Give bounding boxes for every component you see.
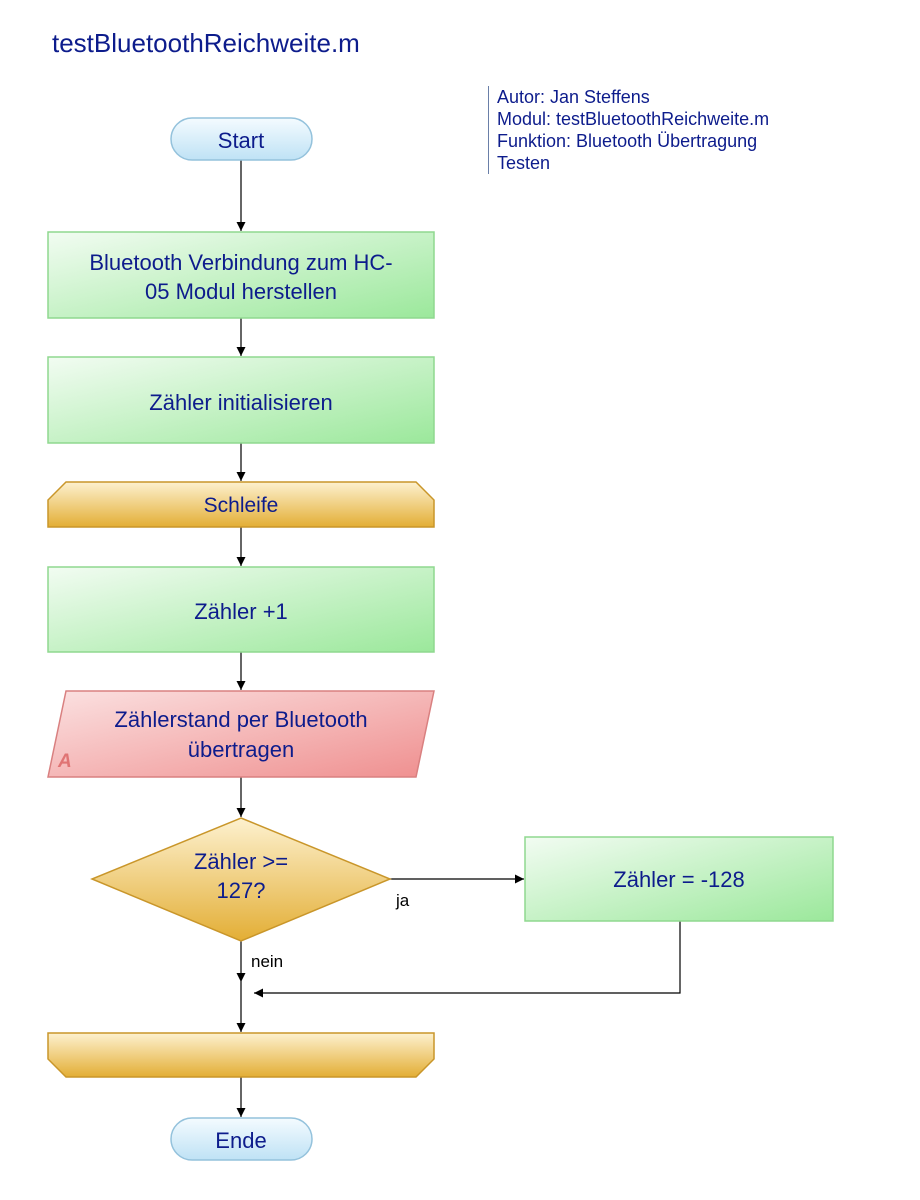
comment-block: Autor: Jan Steffens Modul: testBluetooth… xyxy=(488,86,877,174)
decision-node: Zähler >= 127? xyxy=(90,817,392,942)
increment-label: Zähler +1 xyxy=(194,599,288,624)
edge-label-yes: ja xyxy=(395,891,410,910)
diagram-title: testBluetoothReichweite.m xyxy=(52,28,360,58)
decision-label-line1: Zähler >= xyxy=(194,849,288,874)
loop-end-node xyxy=(47,1032,435,1078)
end-node: Ende xyxy=(170,1117,313,1161)
increment-process-node: Zähler +1 xyxy=(47,566,435,653)
comment-line-function-cont: Testen xyxy=(497,153,551,173)
send-io-node: Zählerstand per Bluetooth übertragen A xyxy=(47,690,435,778)
comment-line-module: Modul: testBluetoothReichweite.m xyxy=(497,109,770,129)
start-node: Start xyxy=(170,117,313,161)
edge-reset-merge xyxy=(254,921,681,998)
end-label: Ende xyxy=(215,1128,266,1153)
loop-label: Schleife xyxy=(204,494,279,517)
connect-label-line2: 05 Modul herstellen xyxy=(145,279,337,304)
comment-line-author: Autor: Jan Steffens xyxy=(497,87,650,107)
connect-process-node: Bluetooth Verbindung zum HC- 05 Modul he… xyxy=(47,231,435,319)
send-label-line2: übertragen xyxy=(188,737,294,762)
connectors xyxy=(236,160,681,1117)
init-label: Zähler initialisieren xyxy=(149,390,332,415)
comment-line-function: Funktion: Bluetooth Übertragung xyxy=(497,131,758,151)
connect-label-line1: Bluetooth Verbindung zum HC- xyxy=(89,250,392,275)
loop-start-node: Schleife xyxy=(47,481,435,528)
reset-process-node: Zähler = -128 xyxy=(524,836,834,922)
send-label-line1: Zählerstand per Bluetooth xyxy=(114,707,367,732)
edge-label-no: nein xyxy=(251,952,283,971)
start-label: Start xyxy=(218,128,264,153)
send-marker: A xyxy=(57,751,72,772)
reset-label: Zähler = -128 xyxy=(613,867,744,892)
init-process-node: Zähler initialisieren xyxy=(47,356,435,444)
decision-label-line2: 127? xyxy=(217,878,266,903)
